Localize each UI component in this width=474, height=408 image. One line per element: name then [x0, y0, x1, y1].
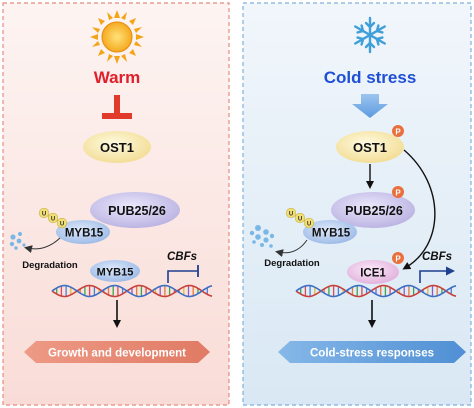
cold-pub-node: PUB25/26 [331, 192, 415, 228]
cbfs-repression-symbol [167, 265, 199, 283]
ost1-to-ice1-arrow [402, 149, 436, 270]
warm-myb15-node: MYB15 [90, 260, 140, 282]
phosphate-label: P [395, 255, 401, 264]
ubiquitin-label: U [289, 212, 293, 218]
cold-ost1-label: OST1 [353, 140, 387, 155]
inhibition-symbol [102, 95, 132, 119]
degradation-fragments-icon [249, 225, 275, 248]
cold-ost1-node: OST1 [336, 131, 404, 163]
cold-degradation-label: Degradation [264, 258, 320, 269]
warm-outcome-label: Growth and development [48, 348, 186, 360]
warm-myb15-ub-label: MYB15 [65, 228, 104, 240]
warm-ost1-label: OST1 [100, 140, 134, 155]
ubiquitin-icon [47, 212, 59, 224]
warm-pub-label: PUB25/26 [108, 204, 166, 218]
cold-cbfs-label: CBFs [422, 251, 452, 263]
dna-helix-icon [51, 284, 213, 298]
cold-panel: Cold stress OST1 P PUB25/26 P MYB15 [242, 2, 472, 406]
cold-pub-phosphate: P [392, 186, 404, 198]
warm-ubiquitin-chain: U U U [38, 207, 68, 229]
cbfs-activation-symbol [419, 266, 455, 283]
ubiquitin-label: U [42, 212, 46, 218]
warm-degradation-arrow [24, 237, 61, 253]
ubiquitin-icon [285, 207, 297, 219]
phosphate-label: P [395, 189, 401, 198]
warm-cbfs-label: CBFs [167, 251, 197, 263]
cold-outcome-label: Cold-stress responses [310, 348, 434, 360]
warm-myb15-ub-node: MYB15 [56, 220, 110, 244]
cold-ice1-label: ICE1 [360, 268, 386, 280]
dna-helix-icon [295, 284, 457, 298]
warm-myb15-label: MYB15 [97, 267, 134, 279]
cold-outcome-banner: Cold-stress responses [278, 341, 466, 363]
ubiquitin-label: U [51, 217, 55, 223]
cold-ice1-node: ICE1 [347, 260, 399, 284]
warm-pub-node: PUB25/26 [90, 192, 180, 228]
warm-ost1-node: OST1 [83, 131, 151, 163]
snowflake-icon [354, 16, 386, 54]
ubiquitin-icon [303, 217, 315, 229]
cold-title: Cold stress [324, 68, 417, 87]
ubiquitin-label: U [60, 222, 64, 228]
cold-stress-arrow [352, 94, 388, 118]
ubiquitin-icon [38, 207, 50, 219]
cold-pub-label: PUB25/26 [345, 204, 403, 218]
phosphate-label: P [395, 128, 401, 137]
ubiquitin-icon [294, 212, 306, 224]
cold-ice1-phosphate: P [392, 252, 404, 264]
warm-degradation-label: Degradation [22, 260, 78, 271]
cold-ost1-phosphate: P [392, 125, 404, 137]
cold-myb15-ub-label: MYB15 [312, 228, 351, 240]
sun-icon [90, 10, 144, 64]
ubiquitin-label: U [298, 217, 302, 223]
cold-ubiquitin-chain: U U U [285, 207, 315, 229]
warm-panel: Warm OST1 PUB25/26 MYB15 U U [2, 2, 230, 406]
cold-degradation-arrow [275, 239, 308, 257]
ubiquitin-icon [56, 217, 68, 229]
ubiquitin-label: U [307, 222, 311, 228]
cold-myb15-ub-node: MYB15 [303, 220, 357, 244]
warm-outcome-banner: Growth and development [24, 341, 210, 363]
degradation-fragments-icon [9, 232, 26, 250]
warm-title: Warm [94, 68, 141, 87]
